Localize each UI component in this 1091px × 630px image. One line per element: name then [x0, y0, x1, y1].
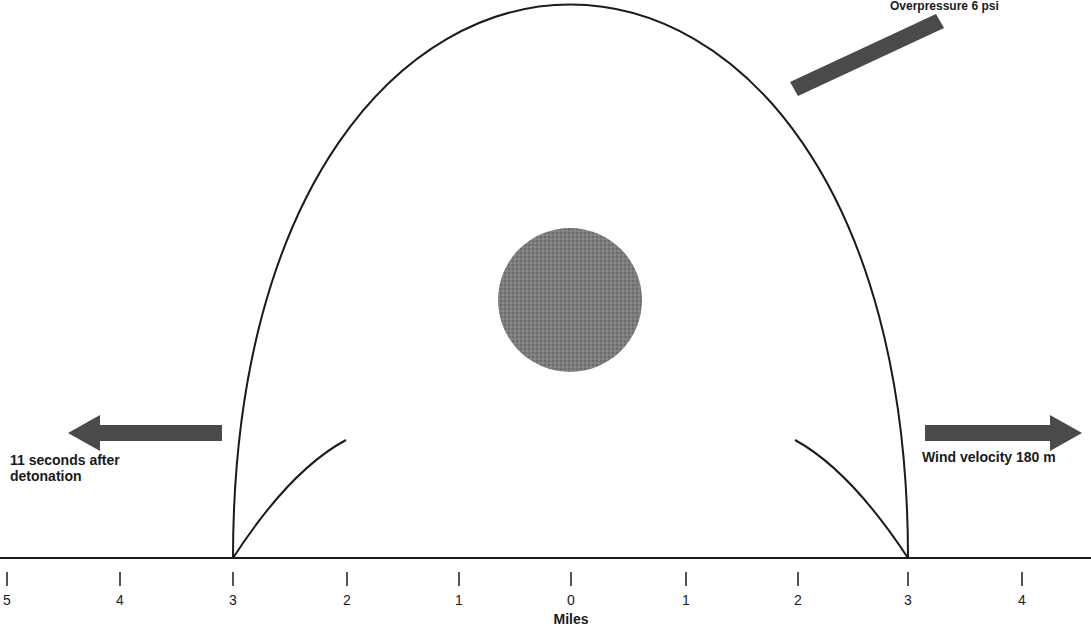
- axis-unit-label: Miles: [553, 611, 588, 627]
- wind-arrow-left: [68, 415, 222, 451]
- axis-number: 3: [904, 592, 912, 608]
- axis-number: 2: [343, 592, 351, 608]
- axis-number: 3: [229, 592, 237, 608]
- time-caption: 11 seconds after detonation: [10, 452, 132, 484]
- wind-velocity-label: Wind velocity 180 m: [922, 449, 1056, 465]
- axis-number: 1: [455, 592, 463, 608]
- axis-number: 4: [116, 592, 124, 608]
- axis-ticks: [7, 572, 1022, 586]
- overpressure-pointer: [790, 14, 944, 96]
- reflected-wave-right: [795, 440, 908, 558]
- fireball: [498, 228, 642, 372]
- reflected-wave-left: [233, 440, 346, 558]
- ground-axis: [0, 557, 1091, 559]
- wind-arrow-right: [925, 415, 1082, 451]
- axis-number: 4: [1018, 592, 1026, 608]
- overpressure-label: Overpressure 6 psi: [890, 0, 999, 14]
- axis-number: 0: [567, 592, 575, 608]
- axis-number: 1: [682, 592, 690, 608]
- axis-number: 5: [3, 592, 11, 608]
- axis-number: 2: [794, 592, 802, 608]
